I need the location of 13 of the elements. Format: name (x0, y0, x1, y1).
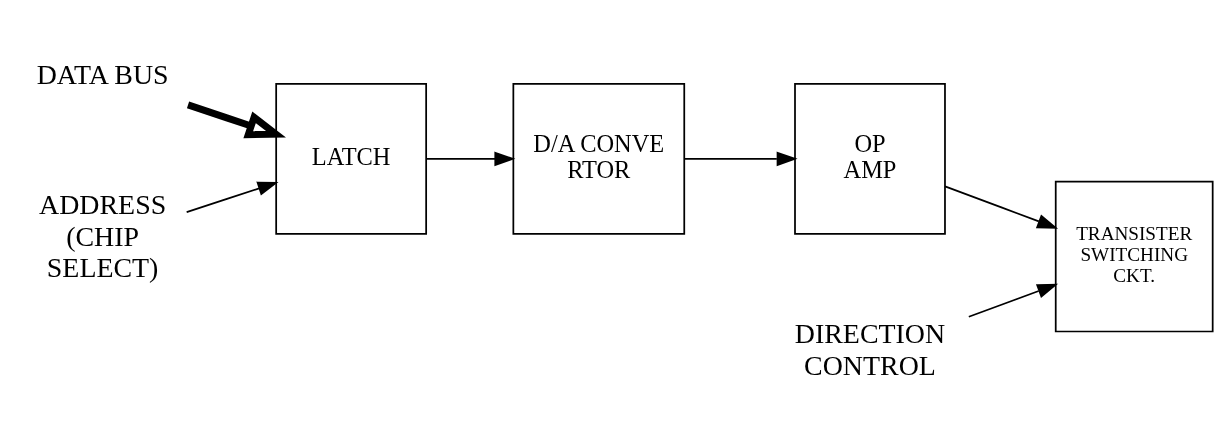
arrow (186, 101, 286, 139)
node-box: OP AMP (794, 83, 946, 235)
node-box: TRANSISTER SWITCHING CKT. (1054, 180, 1214, 333)
arrow (683, 151, 798, 167)
node-box: D/A CONVE RTOR (512, 83, 686, 235)
arrow (185, 181, 279, 213)
node-box: LATCH (275, 83, 427, 235)
node-text: ADDRESS (CHIP SELECT) (39, 189, 167, 284)
arrow (425, 151, 516, 167)
arrow (944, 185, 1059, 229)
node-text: DATA BUS (36, 58, 169, 90)
node-text: DIRECTION CONTROL (794, 318, 946, 381)
arrow (967, 283, 1059, 318)
